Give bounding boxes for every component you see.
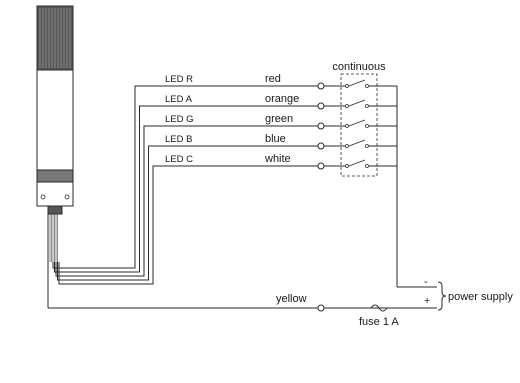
channel-color-label: white (264, 153, 291, 165)
channel-color-label: green (265, 113, 293, 125)
yellow-terminal (317, 304, 325, 312)
switch-blade (348, 119, 366, 127)
channel-terminal (317, 82, 325, 90)
switch-blade (348, 159, 366, 167)
channel-signal-label: LED A (165, 94, 193, 105)
power-supply-brace (437, 281, 447, 311)
channel-color-label: orange (265, 93, 299, 105)
switch-contact (345, 104, 349, 108)
plus-label: + (424, 295, 430, 307)
switch-contact (365, 144, 369, 148)
power-supply-label: power supply (448, 291, 513, 303)
switch-contact (345, 124, 349, 128)
tower-ribs (39, 8, 71, 68)
fuse-symbol (370, 304, 388, 312)
fuse-label: fuse 1 A (359, 316, 399, 328)
channel-terminal (317, 162, 325, 170)
channel-signal-label: LED B (165, 134, 192, 145)
minus-label: - (424, 276, 428, 288)
channel-wire (57, 145, 318, 281)
switch-contact (345, 144, 349, 148)
signal-tower (36, 5, 74, 215)
switch-group-label: continuous (332, 61, 386, 73)
channel-wire (54, 105, 318, 273)
channel-wire (52, 85, 318, 269)
cable-bundle (47, 214, 58, 308)
channel-signal-label: LED C (165, 154, 193, 165)
channel-signal-label: LED G (165, 114, 194, 125)
switch-contact (365, 104, 369, 108)
switch-blade (348, 139, 366, 147)
switch-contact (365, 164, 369, 168)
channel-terminal (317, 122, 325, 130)
channel-wire (58, 165, 318, 285)
channel-signal-label: LED R (165, 74, 193, 85)
channel-color-label: blue (265, 133, 286, 145)
switch-contact (345, 164, 349, 168)
switch-contact (365, 84, 369, 88)
channel-terminal (317, 142, 325, 150)
yellow-label: yellow (276, 293, 307, 305)
channel-color-label: red (265, 73, 281, 85)
channel-terminal (317, 102, 325, 110)
channel-wire (55, 125, 318, 277)
switch-blade (348, 79, 366, 87)
switch-contact (345, 84, 349, 88)
switch-blade (348, 99, 366, 107)
switch-group-box (340, 73, 378, 177)
switch-contact (365, 124, 369, 128)
